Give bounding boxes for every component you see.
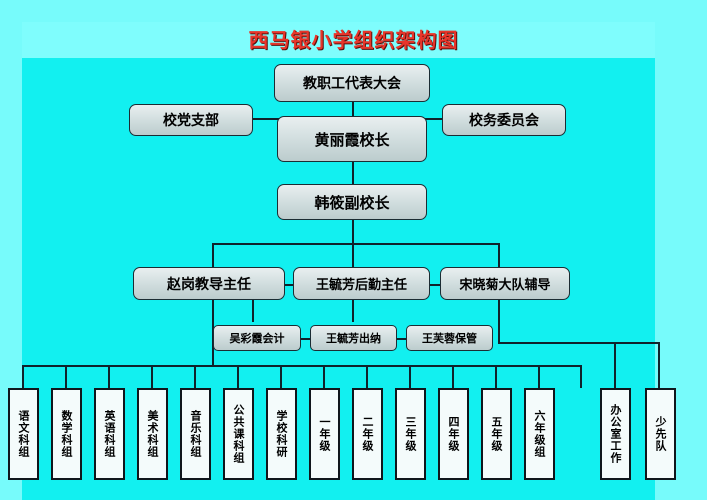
connector-bus-to-zhao (212, 243, 214, 267)
box-grade-5[interactable]: 五年级 (481, 388, 512, 480)
connector-bus-to-song (498, 243, 500, 267)
box-department-research-label: 学校科研 (275, 410, 288, 458)
connector-dept-drop (409, 365, 411, 388)
box-brigade-counselor[interactable]: 宋晓菊大队辅导 (440, 267, 570, 300)
box-accountant-label: 吴彩霞会计 (229, 332, 285, 345)
box-grade-6[interactable]: 六年级组 (524, 388, 555, 480)
box-director-of-teaching-label: 赵岗教导主任 (167, 276, 251, 293)
box-director-of-logistics[interactable]: 王毓芳后勤主任 (293, 267, 430, 300)
box-department-music-label: 音乐科组 (189, 410, 202, 458)
connector-zhao-wang (284, 284, 294, 286)
connector-dept-drop (65, 365, 67, 388)
connector-dept-drop (108, 365, 110, 388)
box-department-public-courses[interactable]: 公共课科组 (223, 388, 254, 480)
box-brigade-counselor-label: 宋晓菊大队辅导 (459, 278, 551, 293)
box-staff-congress[interactable]: 教职工代表大会 (274, 64, 430, 102)
box-cashier-label: 王毓芳出纳 (326, 332, 381, 345)
box-department-art-label: 美术科组 (146, 410, 159, 458)
box-grade-4[interactable]: 四年级 (438, 388, 469, 480)
connector-dept-drop (151, 365, 153, 388)
box-grade-2[interactable]: 二年级 (352, 388, 383, 480)
box-vice-principal[interactable]: 韩筱副校长 (277, 184, 427, 220)
connector-dept-drop (22, 365, 24, 388)
box-department-public-courses-label: 公共课科组 (232, 404, 245, 464)
box-school-affairs-committee-label: 校务委员会 (469, 113, 539, 129)
box-department-math[interactable]: 数学科组 (51, 388, 82, 480)
box-department-english-label: 英语科组 (103, 410, 116, 458)
box-grade-5-label: 五年级 (490, 416, 503, 452)
connector-vice-bus (352, 220, 354, 244)
connector-wang-to-cashier (352, 300, 354, 322)
box-grade-4-label: 四年级 (447, 416, 460, 452)
box-grade-2-label: 二年级 (361, 416, 374, 452)
connector-congress-principal (352, 102, 354, 116)
box-school-affairs-committee[interactable]: 校务委员会 (442, 104, 566, 136)
box-young-pioneers-label: 少先队 (654, 416, 667, 452)
connector-tier3-bus (212, 243, 500, 245)
box-grade-1[interactable]: 一年级 (309, 388, 340, 480)
box-department-art[interactable]: 美术科组 (137, 388, 168, 480)
box-party-branch[interactable]: 校党支部 (129, 104, 253, 136)
connector-bus-to-wang (352, 243, 354, 267)
box-storekeeper-label: 王芙蓉保管 (422, 332, 477, 345)
box-principal-label: 黄丽霞校长 (314, 130, 390, 149)
page-title: 西马银小学组织架构图 (248, 28, 459, 52)
box-office-work[interactable]: 办公室工作 (600, 388, 631, 480)
connector-song-down (498, 300, 500, 343)
box-grade-3-label: 三年级 (404, 416, 417, 452)
box-party-branch-label: 校党支部 (163, 113, 219, 129)
box-director-of-teaching[interactable]: 赵岗教导主任 (133, 267, 285, 300)
connector-dept-drop (280, 365, 282, 388)
connector-dept-drop (323, 365, 325, 388)
connector-dept-drop (495, 365, 497, 388)
box-staff-congress-label: 教职工代表大会 (303, 76, 401, 92)
connector-dept-drop (452, 365, 454, 388)
connector-accountant-cashier (300, 338, 311, 340)
connector-principal-vice (352, 162, 354, 184)
connector-to-youth-league (658, 342, 660, 388)
connector-dept-drop (538, 365, 540, 388)
box-vice-principal-label: 韩筱副校长 (314, 193, 390, 212)
box-principal[interactable]: 黄丽霞校长 (277, 116, 427, 162)
box-grade-6-label: 六年级组 (533, 410, 546, 458)
box-department-english[interactable]: 英语科组 (94, 388, 125, 480)
box-cashier[interactable]: 王毓芳出纳 (310, 325, 397, 351)
connector-to-office (614, 342, 616, 388)
box-department-music[interactable]: 音乐科组 (180, 388, 211, 480)
box-department-research[interactable]: 学校科研 (266, 388, 297, 480)
box-department-math-label: 数学科组 (60, 410, 73, 458)
connector-dept-drop (194, 365, 196, 388)
connector-song-right (498, 342, 660, 344)
box-accountant[interactable]: 吴彩霞会计 (213, 325, 301, 351)
box-department-chinese[interactable]: 语文科组 (8, 388, 39, 480)
box-grade-3[interactable]: 三年级 (395, 388, 426, 480)
box-grade-1-label: 一年级 (318, 416, 331, 452)
connector-wang-song (429, 284, 441, 286)
connector-zhao-to-accountant (252, 300, 254, 322)
connector-cashier-storekeeper (396, 338, 407, 340)
box-storekeeper[interactable]: 王芙蓉保管 (406, 325, 493, 351)
box-director-of-logistics-label: 王毓芳后勤主任 (315, 278, 407, 293)
box-department-chinese-label: 语文科组 (17, 410, 30, 458)
box-young-pioneers[interactable]: 少先队 (645, 388, 676, 480)
box-office-work-label: 办公室工作 (609, 404, 622, 464)
connector-department-bus (22, 365, 582, 367)
connector-dept-drop (237, 365, 239, 388)
connector-dept-drop (580, 365, 582, 388)
connector-dept-drop (366, 365, 368, 388)
